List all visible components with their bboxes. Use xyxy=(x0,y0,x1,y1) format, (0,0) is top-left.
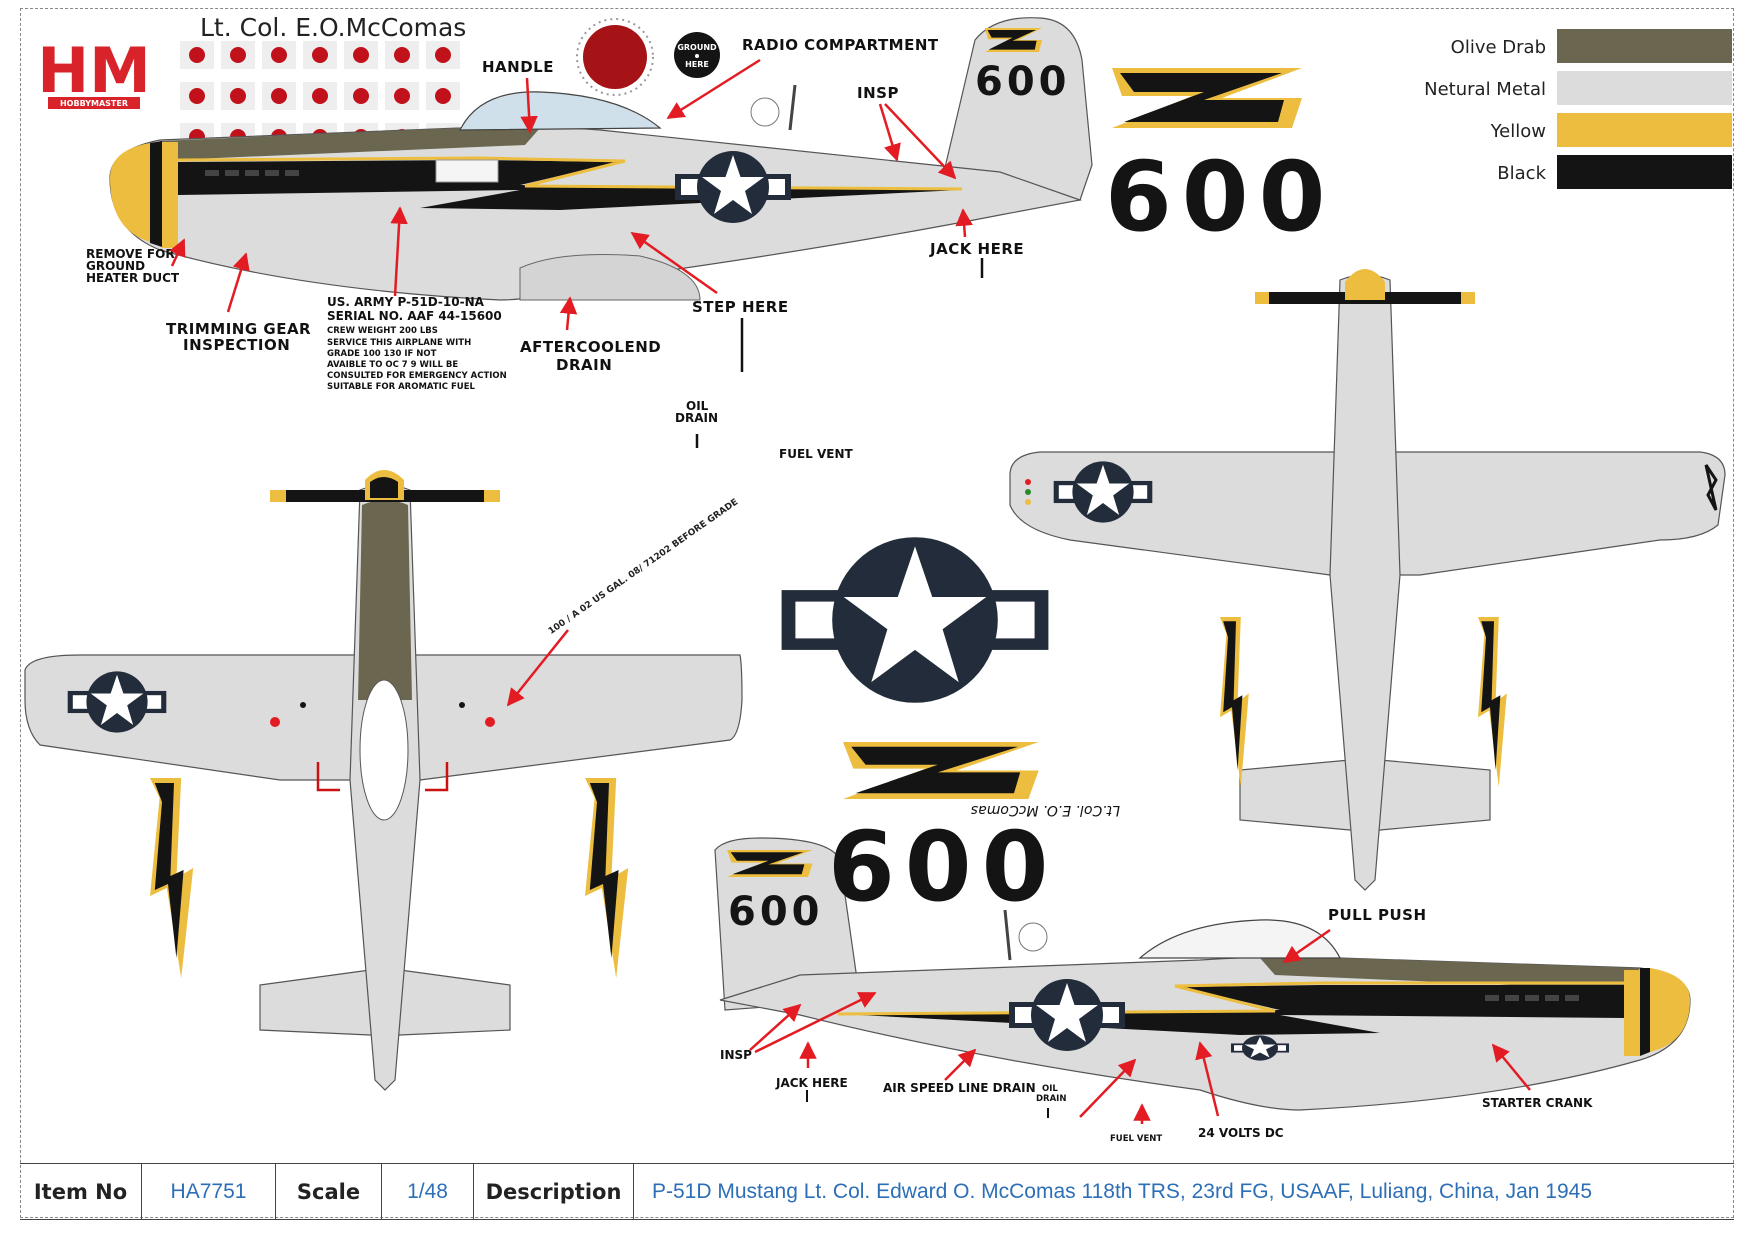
tail-number-right: 600 xyxy=(728,889,824,935)
rising-sun-icon xyxy=(576,18,654,96)
sheet-border xyxy=(20,8,1734,1218)
tail-number-large-2: 600 xyxy=(828,811,1058,923)
svg-text:CONSULTED FOR EMERGENCY ACTION: CONSULTED FOR EMERGENCY ACTION xyxy=(327,371,507,381)
zbolt-decal-small xyxy=(843,742,1039,799)
kill-mark-sun xyxy=(189,47,205,63)
callout-24-volts: 24 VOLTS DC xyxy=(1198,1126,1284,1140)
callout-jack-right: JACK HERE xyxy=(775,1076,848,1090)
item-no-label: Item No xyxy=(20,1164,142,1219)
tail-number-large: 600 xyxy=(1105,141,1335,253)
info-bar: Item No HA7751 Scale 1/48 Description P-… xyxy=(20,1163,1734,1220)
svg-text:SUITABLE FOR AROMATIC FUEL: SUITABLE FOR AROMATIC FUEL xyxy=(327,382,475,392)
svg-text:GRADE 100 130 IF NOT: GRADE 100 130 IF NOT xyxy=(327,349,437,359)
callout-trim-2: INSPECTION xyxy=(183,336,290,354)
logo-subtext: HOBBYMASTER xyxy=(60,99,128,108)
kill-mark-sun xyxy=(230,88,246,104)
callout-pull-push: PULL PUSH xyxy=(1328,906,1427,924)
callout-oil-1: OIL xyxy=(686,399,709,413)
kill-mark-sun xyxy=(271,47,287,63)
callout-fuel-right: FUEL VENT xyxy=(1110,1134,1162,1144)
kill-mark-sun xyxy=(353,88,369,104)
kill-mark-sun xyxy=(230,47,246,63)
callout-radio: RADIO COMPARTMENT xyxy=(742,36,939,54)
kill-mark-sun xyxy=(189,88,205,104)
bolt-decal-1 xyxy=(150,778,194,978)
bolt-decal-4 xyxy=(1478,617,1507,787)
hobbymaster-logo: HM HOBBYMASTER xyxy=(37,30,151,110)
underside-view xyxy=(1009,269,1726,891)
top-view xyxy=(24,470,743,1091)
side-profile-right xyxy=(714,837,1691,1111)
legend-label-metal: Netural Metal xyxy=(1424,79,1546,100)
color-legend: Olive Drab Netural Metal Yellow Black xyxy=(1424,29,1732,189)
kill-mark-sun xyxy=(394,47,410,63)
callout-remove-2: GROUND xyxy=(86,259,145,273)
fuel-ring-stencil: 100 / A 02 US GAL. 08/ 71202 BEFORE GRAD… xyxy=(547,497,740,637)
legend-swatch-yellow xyxy=(1557,113,1732,147)
kill-mark-sun xyxy=(394,88,410,104)
kill-mark-sun xyxy=(353,47,369,63)
callout-jack: JACK HERE xyxy=(929,240,1024,258)
svg-text:HERE: HERE xyxy=(685,60,709,69)
kill-mark-sun xyxy=(312,88,328,104)
callout-oil-2: DRAIN xyxy=(675,411,718,425)
tail-zbolt-decal xyxy=(1112,68,1302,128)
callout-step: STEP HERE xyxy=(692,298,789,316)
legend-label-yellow: Yellow xyxy=(1490,121,1546,142)
ground-here-badge: GROUND HERE xyxy=(674,32,720,78)
bolt-decal-2 xyxy=(585,778,629,978)
callouts-right-profile: PULL PUSH INSP JACK HERE AIR SPEED LINE … xyxy=(720,906,1593,1144)
roundel-decal-large xyxy=(781,537,1049,703)
svg-text:SERVICE THIS AIRPLANE WITH: SERVICE THIS AIRPLANE WITH xyxy=(327,338,471,348)
callout-oil-right-2: DRAIN xyxy=(1036,1094,1066,1104)
pilot-name: Lt. Col. E.O.McComas xyxy=(200,13,466,42)
data-stencil-block: US. ARMY P-51D-10-NA SERIAL NO. AAF 44-1… xyxy=(327,295,507,392)
legend-label-olive: Olive Drab xyxy=(1451,37,1546,58)
item-no-value: HA7751 xyxy=(142,1164,276,1219)
kill-mark-sun xyxy=(271,88,287,104)
side-profile-left: 600 xyxy=(109,17,1093,301)
callout-air-speed: AIR SPEED LINE DRAIN xyxy=(883,1081,1036,1095)
callouts-left-profile: HANDLE RADIO COMPARTMENT INSP JACK HERE … xyxy=(86,36,1024,461)
kill-mark-sun xyxy=(435,47,451,63)
kill-mark-sun xyxy=(312,47,328,63)
legend-swatch-black xyxy=(1557,155,1732,189)
callout-remove-3: HEATER DUCT xyxy=(86,271,180,285)
tail-number-left: 600 xyxy=(975,59,1071,105)
description-value: P-51D Mustang Lt. Col. Edward O. McComas… xyxy=(652,1179,1592,1203)
callout-oil-right-1: OIL xyxy=(1042,1084,1058,1094)
kill-mark-sun xyxy=(435,88,451,104)
mirror-pilot-name: Lt.Col. E.O. McComas xyxy=(971,802,1120,818)
svg-text:GROUND: GROUND xyxy=(677,43,717,52)
callout-starter: STARTER CRANK xyxy=(1482,1096,1593,1110)
callout-after-1: AFTERCOOLEND xyxy=(520,338,661,356)
scale-value: 1/48 xyxy=(382,1164,474,1219)
description-label: Description xyxy=(474,1164,634,1219)
legend-swatch-metal xyxy=(1557,71,1732,105)
svg-text:AVAIBLE TO OC 7 9 WILL BE: AVAIBLE TO OC 7 9 WILL BE xyxy=(327,360,458,370)
scale-label: Scale xyxy=(276,1164,382,1219)
bolt-decal-3 xyxy=(1220,617,1249,787)
svg-text:SERIAL NO. AAF 44-15600: SERIAL NO. AAF 44-15600 xyxy=(327,309,502,323)
callout-insp: INSP xyxy=(857,84,899,102)
logo-text: HM xyxy=(37,34,151,107)
callout-remove-1: REMOVE FOR xyxy=(86,247,175,261)
callout-insp-right: INSP xyxy=(720,1048,752,1062)
legend-label-black: Black xyxy=(1497,163,1546,184)
svg-text:CREW WEIGHT 200 LBS: CREW WEIGHT 200 LBS xyxy=(327,326,438,336)
callout-handle: HANDLE xyxy=(482,58,554,76)
callout-after-2: DRAIN xyxy=(556,356,612,374)
legend-swatch-olive xyxy=(1557,29,1732,63)
svg-text:US. ARMY P-51D-10-NA: US. ARMY P-51D-10-NA xyxy=(327,295,485,309)
callout-fuel: FUEL VENT xyxy=(779,447,853,461)
callout-trim-1: TRIMMING GEAR xyxy=(166,320,311,338)
